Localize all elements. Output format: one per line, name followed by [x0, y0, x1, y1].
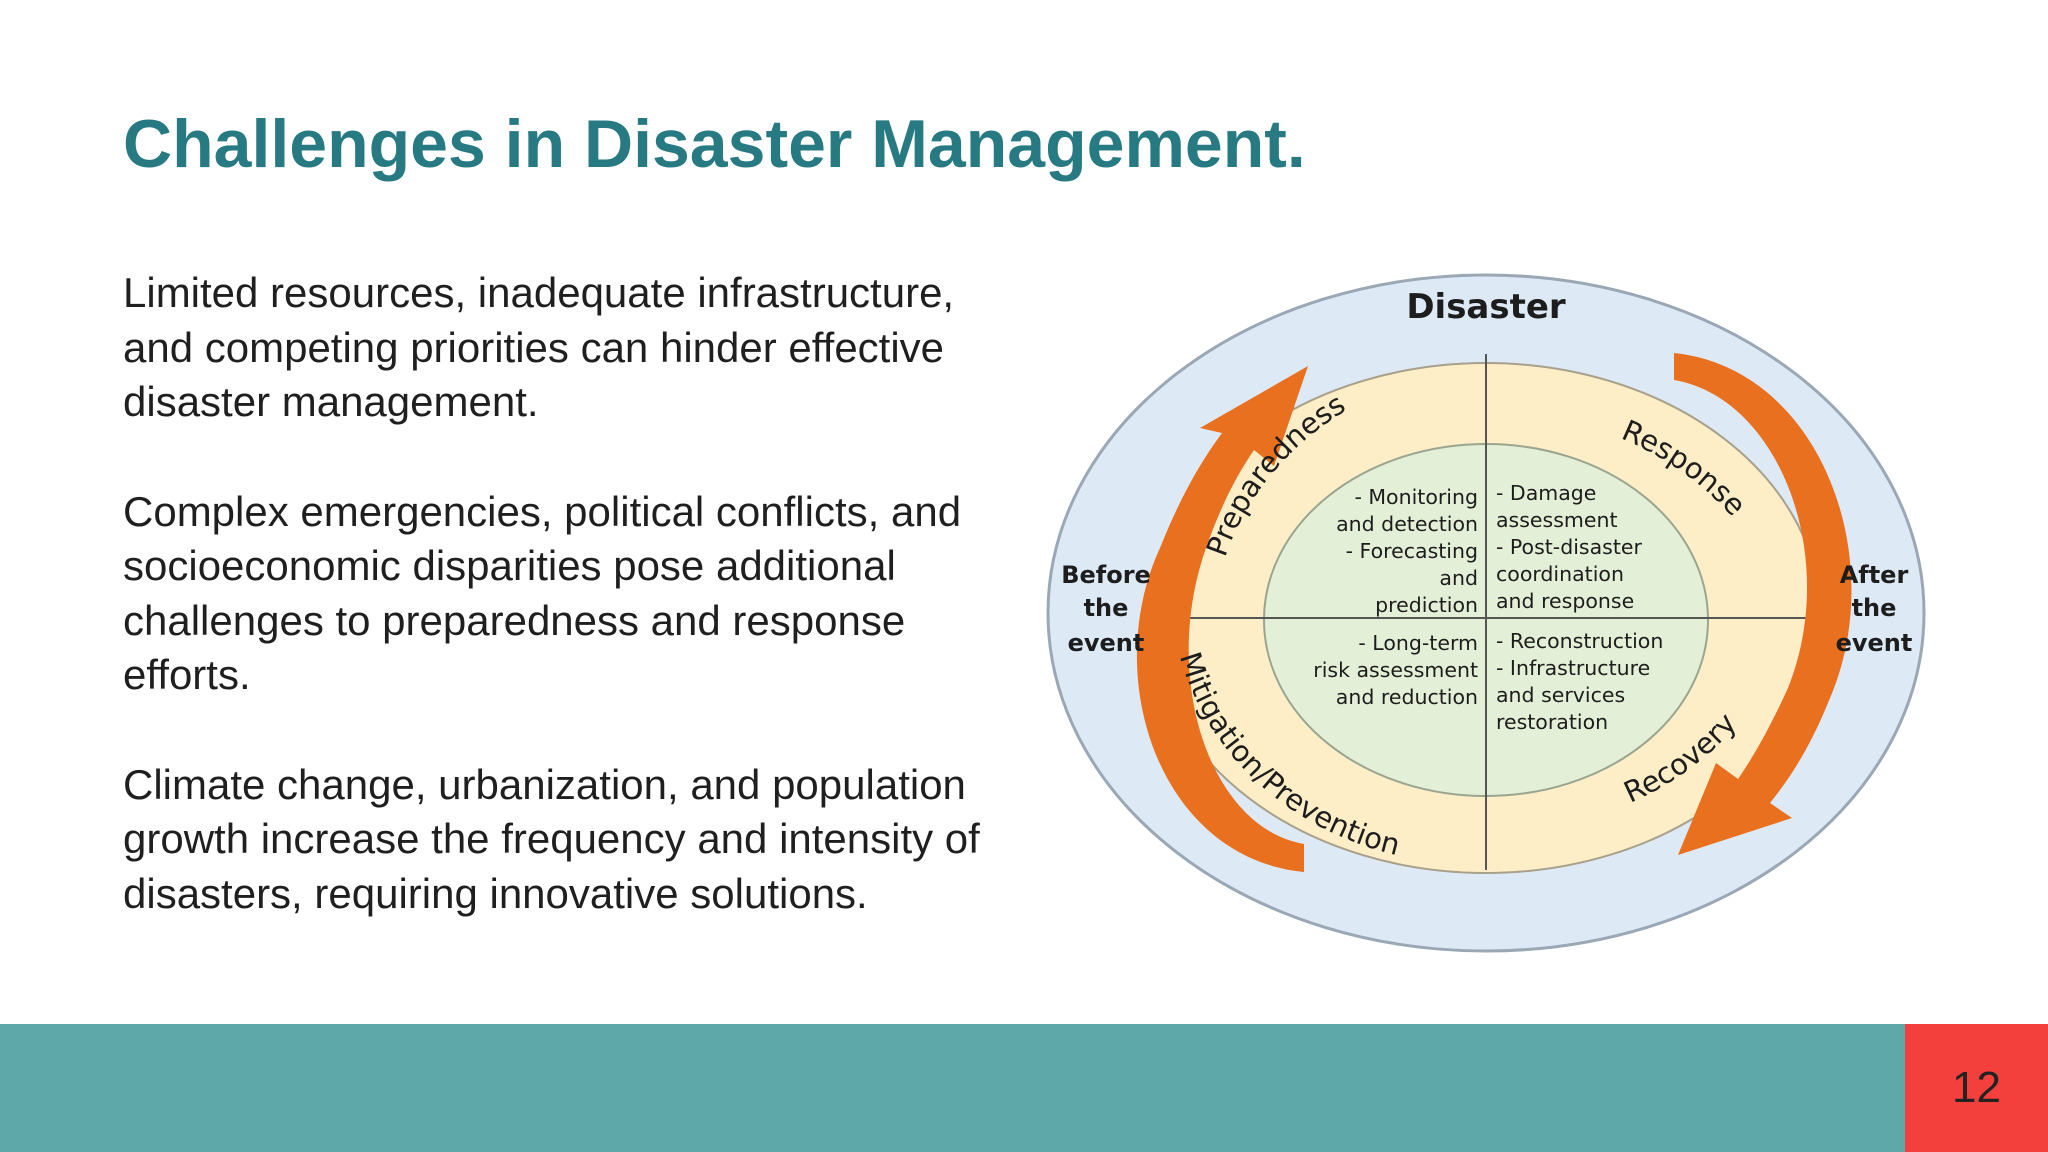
tl-line-5: prediction: [1375, 593, 1478, 617]
tr-line-4: coordination: [1496, 562, 1624, 586]
page-number-box: 12: [1905, 1024, 2048, 1152]
after-event-line-2: the: [1852, 594, 1897, 622]
before-event-line-1: Before: [1061, 561, 1151, 589]
disaster-cycle-svg: Disaster Before the event After the even…: [1046, 273, 1926, 953]
paragraph-resources: Limited resources, inadequate infrastruc…: [123, 269, 955, 425]
bl-line-3: and reduction: [1336, 685, 1478, 709]
left-cycle-arrow: [1136, 366, 1308, 872]
footer-bar: [0, 1024, 1905, 1152]
tl-line-3: - Forecasting: [1346, 539, 1478, 563]
paragraph-climate: Climate change, urbanization, and popula…: [123, 760, 980, 917]
right-cycle-arrow: [1674, 353, 1852, 855]
br-line-3: and services: [1496, 683, 1625, 707]
br-line-1: - Reconstruction: [1496, 629, 1663, 653]
after-event-line-3: event: [1836, 629, 1913, 657]
tr-line-1: - Damage: [1496, 481, 1596, 505]
disaster-cycle-diagram: Disaster Before the event After the even…: [1040, 258, 1940, 968]
tr-line-5: and response: [1496, 589, 1634, 613]
tr-line-2: assessment: [1496, 508, 1618, 532]
before-event-line-3: event: [1068, 629, 1145, 657]
tl-line-2: and detection: [1336, 512, 1478, 536]
slide-title: Challenges in Disaster Management.: [123, 106, 1306, 182]
br-line-4: restoration: [1496, 710, 1608, 734]
bl-line-1: - Long-term: [1358, 631, 1478, 655]
br-line-2: - Infrastructure: [1496, 656, 1650, 680]
bl-line-2: risk assessment: [1313, 658, 1478, 682]
tl-line-4: and: [1439, 566, 1478, 590]
slide-body: Limited resources, inadequate infrastruc…: [123, 266, 1003, 976]
tr-line-3: - Post-disaster: [1496, 535, 1642, 559]
disaster-label: Disaster: [1406, 287, 1566, 327]
tl-line-1: - Monitoring: [1354, 485, 1478, 509]
before-event-line-2: the: [1084, 594, 1129, 622]
paragraph-emergencies: Complex emergencies, political conflicts…: [123, 487, 962, 699]
page-number: 12: [1952, 1063, 2001, 1112]
after-event-line-1: After: [1840, 561, 1909, 589]
